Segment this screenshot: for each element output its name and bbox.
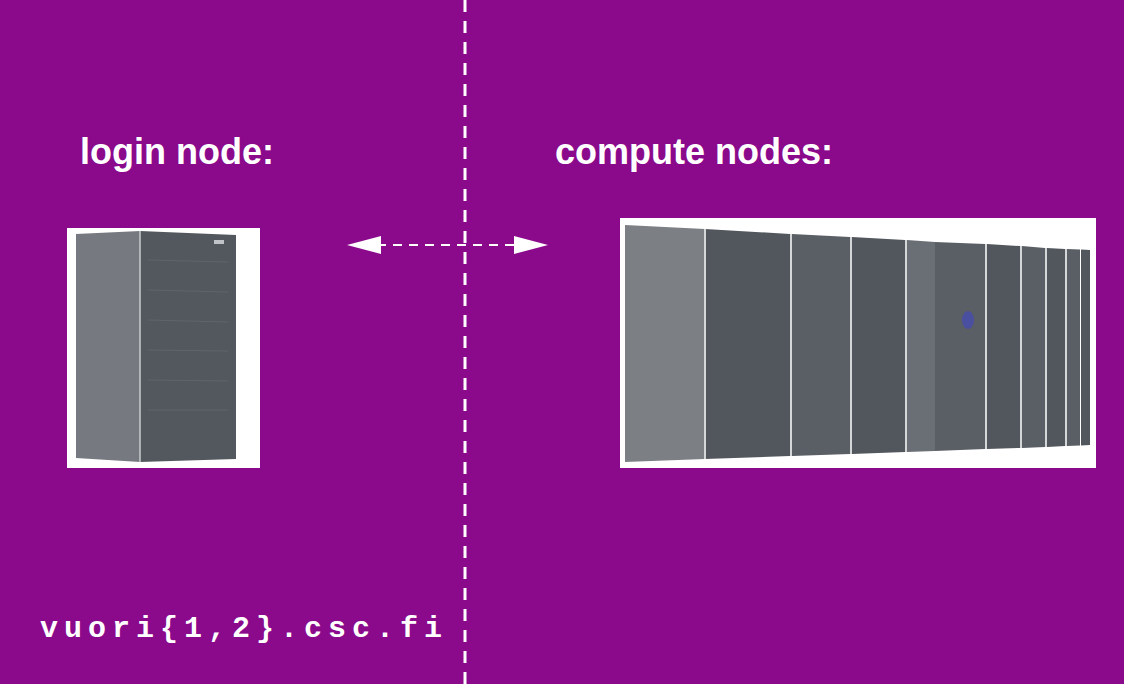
host-name: vuori{1,2}.csc.fi (40, 612, 448, 646)
server-group: login node: (55, 125, 345, 480)
compute-servers-picture (620, 218, 1096, 468)
group-heading: login node: (80, 131, 274, 173)
double-arrow (347, 236, 548, 254)
group-heading: compute nodes: (555, 131, 833, 173)
server-group: compute nodes: (550, 125, 1100, 480)
divider-line (464, 0, 467, 684)
login-server-picture (67, 228, 260, 468)
